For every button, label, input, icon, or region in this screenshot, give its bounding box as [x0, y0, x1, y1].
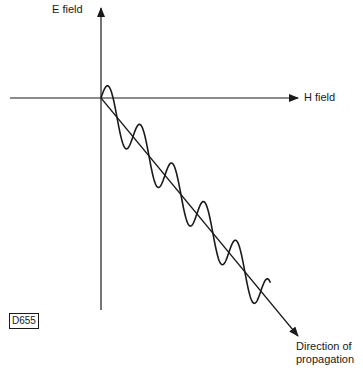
- sine-wave: [101, 86, 270, 304]
- axis-label: H field: [304, 91, 335, 104]
- axis-label: Direction of propagation: [296, 340, 360, 366]
- h-field-axis: [10, 97, 298, 98]
- e-field-axis: [100, 8, 101, 310]
- axis-label: E field: [52, 3, 83, 16]
- figure-code: D655: [12, 315, 36, 327]
- figure-code-box: D655: [9, 313, 39, 329]
- propagation-axis: [101, 98, 298, 336]
